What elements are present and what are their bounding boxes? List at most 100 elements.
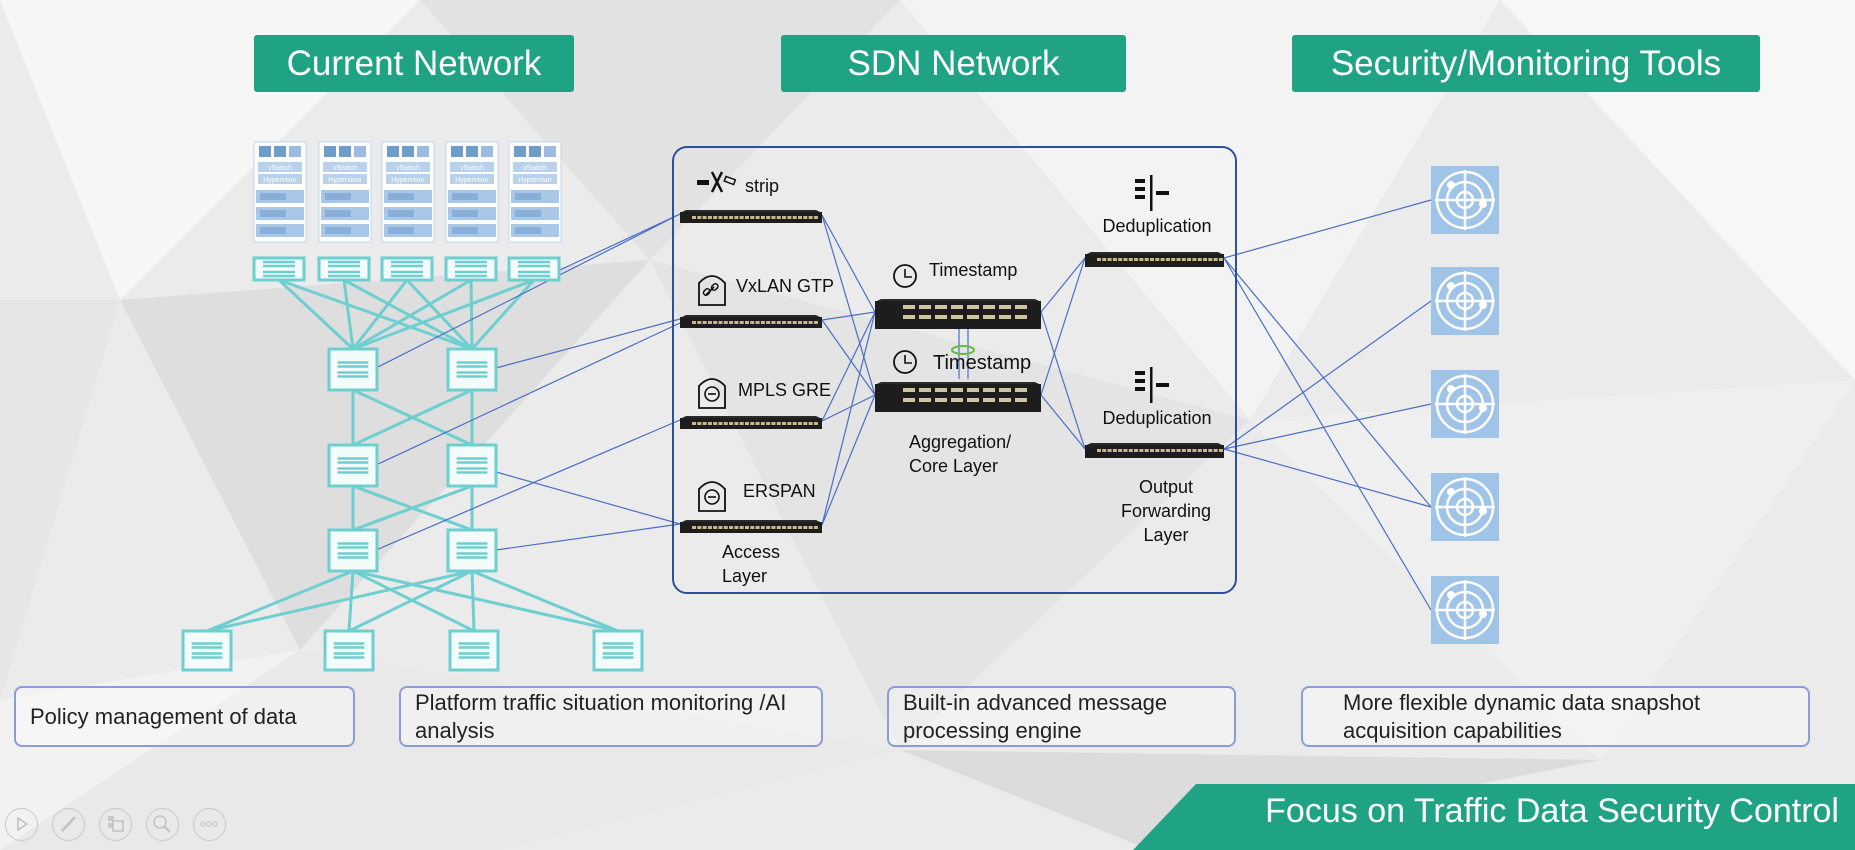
vswitch-text: vSwitch	[333, 165, 357, 172]
core-output-link	[1040, 257, 1086, 313]
hypervisor-text: Hypervisor	[263, 177, 297, 184]
output-tool-link	[1223, 199, 1432, 259]
legacy-link	[470, 570, 476, 632]
erspan-label: ERSPAN	[743, 481, 816, 501]
vm-icon	[402, 146, 414, 157]
vm-icon	[354, 146, 366, 157]
access-switch	[680, 210, 822, 223]
hypervisor-text: Hypervisor	[518, 177, 552, 184]
note-policy-management: Policy management of data	[14, 686, 355, 747]
sdn-frame	[672, 146, 1237, 594]
output-tool-link	[1223, 300, 1432, 450]
tor-switch	[380, 256, 434, 282]
vswitch-bar	[258, 162, 302, 172]
legacy-link	[469, 279, 474, 350]
mpls-gre-label: MPLS GRE	[738, 380, 832, 400]
output-layer-label-2: Forwarding	[1120, 501, 1212, 521]
vswitch-bar	[386, 162, 430, 172]
legacy-link	[277, 278, 355, 351]
core-switch	[875, 299, 1041, 329]
vswitch-text: vSwitch	[396, 165, 420, 172]
vswitch-text: vSwitch	[268, 165, 292, 172]
access-layer-label-1: Access	[722, 542, 781, 562]
edge-switch	[323, 629, 375, 672]
core-layer-label-2: Core Layer	[909, 456, 999, 476]
dedup-label-1: Deduplication	[1102, 216, 1212, 236]
legacy-link	[352, 569, 619, 633]
legacy-link	[470, 278, 536, 351]
edge-switch	[592, 629, 644, 672]
vm-icon	[339, 146, 351, 157]
legacy-link	[351, 279, 409, 350]
tor-switch	[507, 256, 561, 282]
hypervisor-text: Hypervisor	[455, 177, 489, 184]
hypervisor-bar	[450, 174, 494, 184]
output-tool-link	[1223, 448, 1432, 508]
zoom-icon[interactable]	[146, 808, 179, 841]
banner-title: Focus on Traffic Data Security Control	[1265, 792, 1839, 830]
legacy-link	[206, 569, 473, 633]
legacy-link	[347, 570, 355, 632]
link-icon	[698, 275, 726, 306]
radar-icon	[1431, 473, 1499, 541]
vm-icon	[324, 146, 336, 157]
radar-icon	[1431, 576, 1499, 644]
vm-icon	[451, 146, 463, 157]
note-text: Platform traffic situation monitoring /A…	[415, 689, 787, 743]
access-layer-label-2: Layer	[722, 566, 768, 586]
legacy-link	[343, 278, 473, 351]
radar-icon	[1431, 166, 1499, 234]
hypervisor-bar	[513, 174, 557, 184]
uplink	[495, 523, 681, 551]
legacy-link	[352, 388, 473, 447]
note-text: Policy management of data	[30, 703, 297, 729]
hypervisor-text: Hypervisor	[391, 177, 425, 184]
core-switch	[875, 382, 1041, 412]
legacy-link	[352, 278, 535, 351]
access-core-link	[821, 394, 876, 422]
note-text: Built-in advanced message processing eng…	[903, 689, 1168, 743]
vm-icon	[387, 146, 399, 157]
aggregation-switch	[446, 347, 498, 392]
output-tool-link	[1223, 257, 1432, 611]
dedup-label-2: Deduplication	[1102, 408, 1212, 428]
minus-circle-icon	[698, 378, 726, 409]
tor-switch	[317, 256, 371, 282]
deduplication-icon	[1135, 175, 1169, 211]
uplink	[495, 318, 681, 369]
pen-icon[interactable]	[52, 808, 85, 841]
timestamp-label-1: Timestamp	[929, 260, 1018, 280]
vswitch-text: vSwitch	[460, 165, 484, 172]
more-icon[interactable]	[193, 808, 226, 841]
access-core-link	[821, 214, 876, 313]
legacy-link	[342, 279, 355, 350]
aggregation-switch	[327, 443, 379, 488]
output-tool-link	[1223, 257, 1432, 508]
core-output-link	[1040, 257, 1086, 396]
access-switch	[680, 315, 822, 328]
section-title-sdn-network: SDN Network	[781, 35, 1126, 92]
strip-label: strip	[745, 176, 780, 196]
vm-icon	[529, 146, 541, 157]
play-icon[interactable]	[5, 808, 38, 841]
vswitch-bar	[450, 162, 494, 172]
uplink	[375, 419, 681, 551]
core-output-link	[1040, 394, 1086, 450]
output-tool-link	[1223, 403, 1432, 450]
access-core-link	[821, 214, 876, 396]
vm-icon	[544, 146, 556, 157]
aggregation-switch	[446, 443, 498, 488]
vm-icon	[274, 146, 286, 157]
note-message-engine: Built-in advanced message processing eng…	[887, 686, 1236, 747]
slides-icon[interactable]	[99, 808, 132, 841]
vswitch-bar	[513, 162, 557, 172]
legacy-link	[278, 278, 473, 351]
aggregation-switch	[446, 528, 498, 573]
output-layer-label-3: Layer	[1143, 525, 1189, 545]
